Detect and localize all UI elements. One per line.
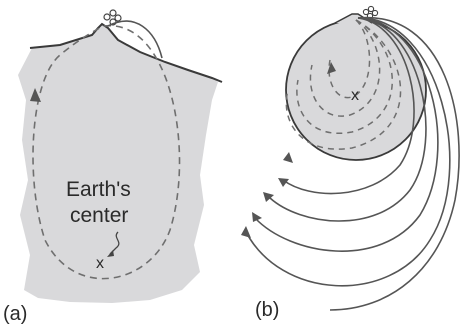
panel-label-b: (b): [255, 299, 279, 321]
panel-b: x (b): [241, 6, 459, 321]
earth-cutaway-a: [18, 23, 218, 303]
panel-label-a: (a): [3, 303, 27, 325]
panel-a: Earth's center x (a): [3, 10, 222, 325]
center-label-line2: center: [70, 204, 128, 227]
center-label-line1: Earth's: [66, 178, 131, 201]
center-marker-b: x: [351, 87, 359, 104]
cannon-icon-b: [363, 6, 377, 18]
center-marker-a: x: [96, 255, 104, 272]
